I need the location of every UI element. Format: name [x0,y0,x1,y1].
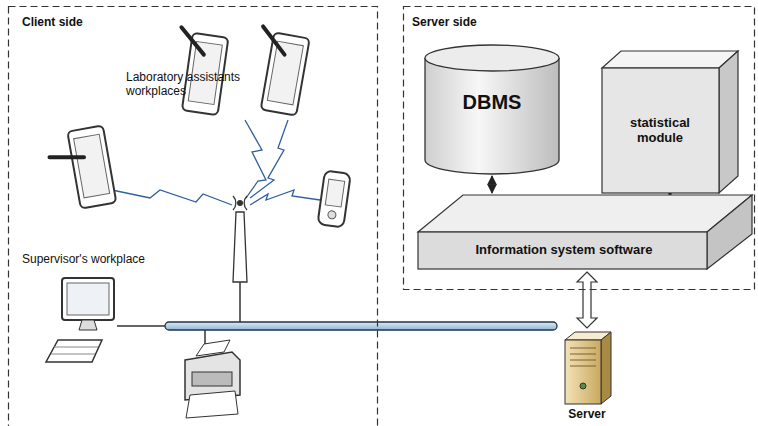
printer-icon [185,340,240,418]
caption-label: Supervisor's workplace [22,252,222,266]
network-bus [165,322,557,330]
caption-label: Laboratory assistants workplaces [126,70,246,99]
monitor-icon [46,278,114,362]
cyl-node: DBMS [424,44,560,174]
slab-shape [417,194,753,270]
connector-arrow [491,176,492,193]
node-label: Server [545,408,629,422]
region-box: Client side [8,6,378,426]
region-shape [8,6,378,426]
wireless-link [112,120,320,205]
node-label: Information system software [421,243,707,258]
node-label: statistical module [620,116,700,146]
pda-icon [318,170,351,227]
node-label: DBMS [428,91,556,114]
region-box: Server sideDBMS statistical moduleInforma… [403,6,755,290]
box3d-node: statistical module [601,50,739,194]
access-point [233,196,247,324]
region-heading: Client side [22,16,83,30]
slab-node: Information system software [417,194,753,270]
tablet-icon [46,125,117,212]
server-node: Server [545,330,629,424]
region-heading: Server side [412,16,477,30]
connector-arrow [577,272,597,328]
tablet-icon [249,26,311,115]
